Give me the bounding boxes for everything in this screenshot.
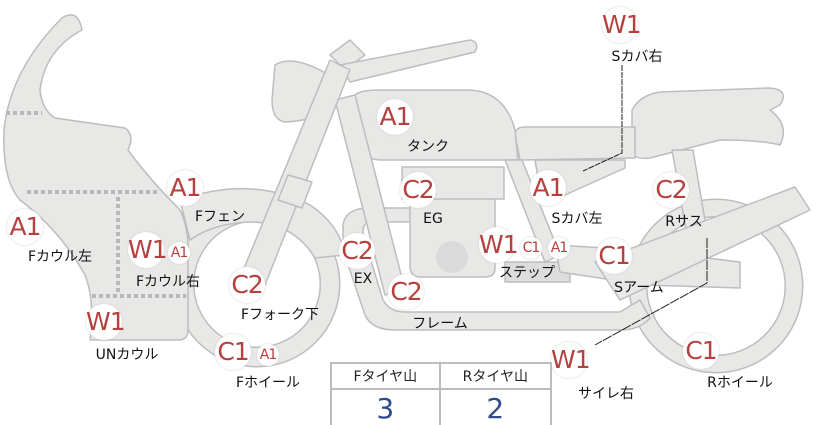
damage-marker-small[interactable]: A1 xyxy=(257,344,279,366)
rear-tire-header: Rタイヤ山 xyxy=(438,362,553,390)
rear-tire-value: 2 xyxy=(438,388,553,425)
damage-marker[interactable]: A1 xyxy=(530,170,566,206)
engine-shape xyxy=(409,194,496,278)
part-label: Sアーム xyxy=(614,280,664,296)
damage-marker[interactable]: W1 xyxy=(128,232,168,268)
part-label: Fカウル左 xyxy=(27,249,93,265)
damage-marker[interactable]: C2 xyxy=(339,233,375,269)
tire-tread-table: Fタイヤ山 Rタイヤ山 3 2 xyxy=(330,362,553,425)
part-label: Rサス xyxy=(665,214,703,230)
part-label: フレーム xyxy=(412,316,468,332)
part-label: ステップ xyxy=(499,265,555,281)
part-label: Fホイール xyxy=(235,375,301,391)
damage-marker[interactable]: W1 xyxy=(551,342,591,378)
part-label: Fフェン xyxy=(194,209,246,225)
damage-marker[interactable]: A1 xyxy=(7,209,43,245)
damage-marker[interactable]: W1 xyxy=(479,227,519,263)
damage-marker-small[interactable]: C1 xyxy=(520,237,542,259)
part-label: Fフォーク下 xyxy=(240,307,320,323)
leader-line-side-cover-right xyxy=(582,65,623,172)
damage-marker[interactable]: W1 xyxy=(602,7,642,43)
damage-marker[interactable]: C1 xyxy=(683,333,719,369)
leader-line-silencer-right xyxy=(594,238,708,346)
part-label: EX xyxy=(353,271,373,287)
damage-marker[interactable]: C2 xyxy=(229,267,265,303)
front-tire-value: 3 xyxy=(330,388,441,425)
damage-marker[interactable]: C1 xyxy=(215,334,251,370)
damage-marker[interactable]: W1 xyxy=(86,304,126,340)
rear-seat-shape xyxy=(631,87,785,160)
damage-marker[interactable]: C2 xyxy=(388,274,424,310)
damage-marker[interactable]: C2 xyxy=(400,172,436,208)
damage-marker-small[interactable]: A1 xyxy=(168,242,190,264)
front-fork-shape xyxy=(239,59,351,286)
part-label: UNカウル xyxy=(95,347,159,363)
damage-marker[interactable]: A1 xyxy=(167,170,203,206)
part-label: EG xyxy=(423,211,443,227)
part-label: Sカバ左 xyxy=(551,211,603,227)
damage-marker[interactable]: C1 xyxy=(596,238,632,274)
part-label: Fカウル右 xyxy=(135,274,201,290)
part-label: サイレ右 xyxy=(578,386,634,402)
damage-marker[interactable]: A1 xyxy=(377,99,413,135)
part-label: Rホイール xyxy=(707,375,773,391)
damage-marker-small[interactable]: A1 xyxy=(548,237,570,259)
front-tire-header: Fタイヤ山 xyxy=(330,362,441,390)
step-shape xyxy=(504,261,571,283)
part-label: Sカバ右 xyxy=(611,49,663,65)
part-label: タンク xyxy=(407,139,449,155)
damage-marker[interactable]: C2 xyxy=(653,172,689,208)
muffler-shape xyxy=(594,186,811,301)
front-cowl-shape xyxy=(3,14,190,341)
